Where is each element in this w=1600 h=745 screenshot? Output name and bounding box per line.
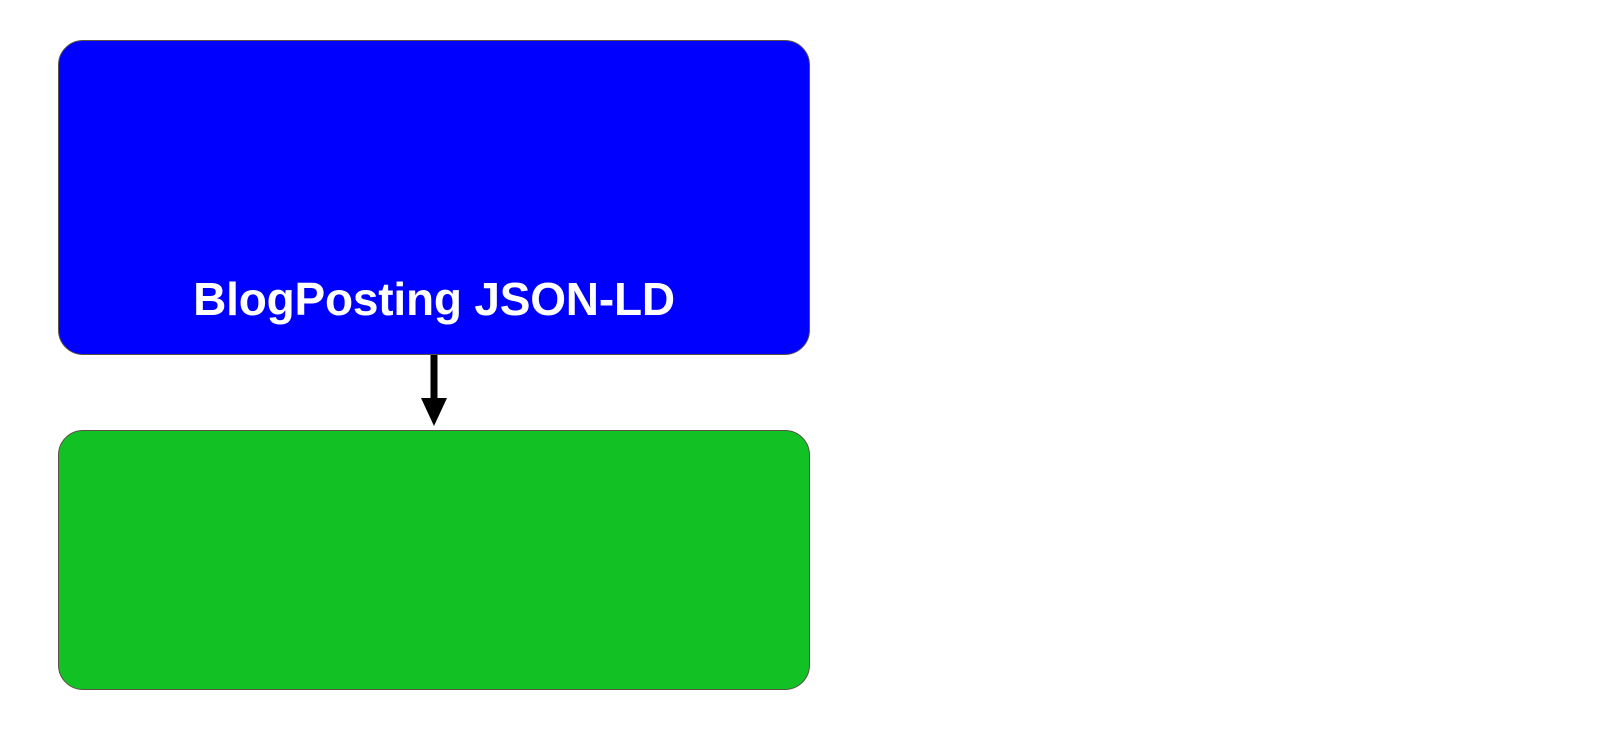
node-blogposting[interactable]: BlogPosting JSON-LD (Primary Entity) [58,40,810,355]
edge-blogposting-to-organization[interactable] [421,355,447,426]
node-blogposting-title: BlogPosting JSON-LD [193,273,675,325]
edge-arrowhead-icon [421,398,447,426]
node-blogposting-text: BlogPosting JSON-LD (Primary Entity) [59,144,809,354]
node-organization[interactable]: Organization JSON-LD (Secondary Entity) [58,430,810,690]
